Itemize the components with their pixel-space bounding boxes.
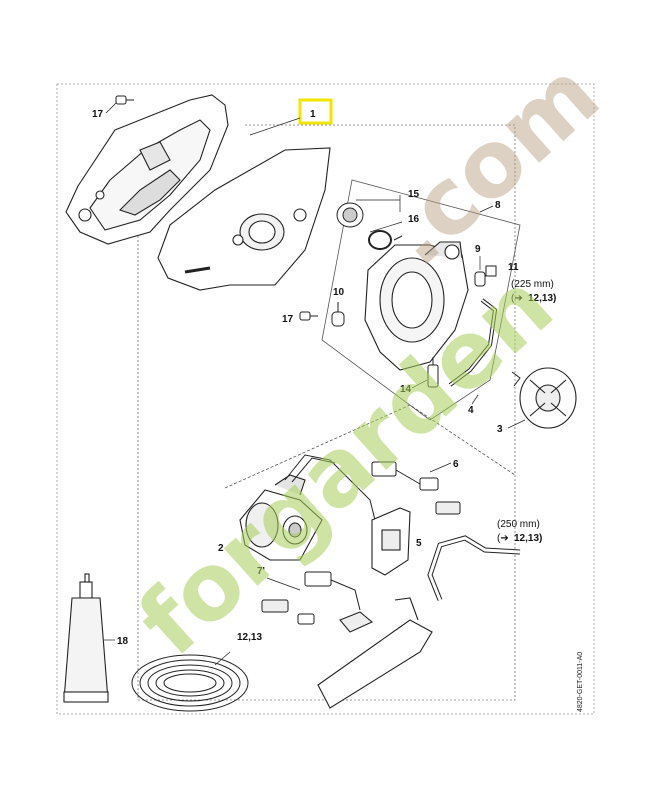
- watermark-logo: forgarden: [118, 252, 573, 677]
- callout-7: 7': [257, 566, 265, 577]
- callout-3: 3: [497, 424, 503, 435]
- hose-long: [427, 535, 521, 601]
- callout-9: 9: [475, 244, 481, 255]
- hose-long-arrow: (➔: [497, 533, 509, 544]
- fan-housing: [364, 241, 469, 371]
- callout-6: 6: [453, 459, 459, 470]
- clip: [511, 371, 521, 387]
- assembly-frame: [137, 124, 516, 701]
- bolt-10: [331, 302, 345, 327]
- hose-short-arrow: (➔: [511, 293, 523, 304]
- callout-17-top: 17: [92, 109, 104, 120]
- callout-1-highlighted: 1: [310, 109, 316, 120]
- callout-18: 18: [117, 636, 129, 647]
- hose-long-ref: 12,13): [514, 533, 542, 544]
- watermark-logo-tail: .com: [363, 41, 619, 287]
- callout-2: 2: [218, 543, 224, 554]
- bolt-9: [474, 271, 486, 287]
- outer-frame: [56, 83, 595, 715]
- hose-long-length: (250 mm): [497, 519, 540, 530]
- callout-14: 14: [400, 384, 412, 395]
- hose-short-ref: 12,13): [528, 293, 556, 304]
- housing-shell-outer: [65, 94, 229, 245]
- grease-tube-18: [63, 573, 109, 703]
- callout-10: 10: [333, 287, 345, 298]
- screw-17-mid: [299, 311, 318, 321]
- callout-15: 15: [408, 189, 420, 200]
- connector-6: [371, 461, 461, 515]
- hose-coil-12-13: [131, 654, 249, 712]
- cap-15: [336, 202, 364, 228]
- screw-17-top: [115, 95, 134, 105]
- callout-8: 8: [495, 200, 501, 211]
- o-ring-16: [368, 230, 392, 250]
- callout-11: 11: [508, 262, 519, 273]
- callout-12-13: 12,13: [237, 632, 262, 643]
- drawing-reference: 4820-GET-0011-A0: [577, 652, 584, 712]
- handle-switch-assembly: [317, 597, 433, 709]
- control-unit-5: [371, 507, 411, 576]
- callout-16: 16: [408, 214, 420, 225]
- callout-5: 5: [416, 538, 422, 549]
- housing-shell-inner: [157, 147, 331, 291]
- fan-wheel-3: [519, 367, 577, 429]
- hose-short-length: (225 mm): [511, 279, 554, 290]
- connector-7: [261, 571, 361, 625]
- highlight-box: [298, 98, 333, 125]
- plug-14: [427, 357, 439, 388]
- callout-17-mid: 17: [282, 314, 294, 325]
- ignition-module-2: [239, 474, 323, 561]
- callout-4: 4: [468, 405, 474, 416]
- nut-11: [485, 265, 497, 277]
- wire-harness-upper: [284, 454, 376, 521]
